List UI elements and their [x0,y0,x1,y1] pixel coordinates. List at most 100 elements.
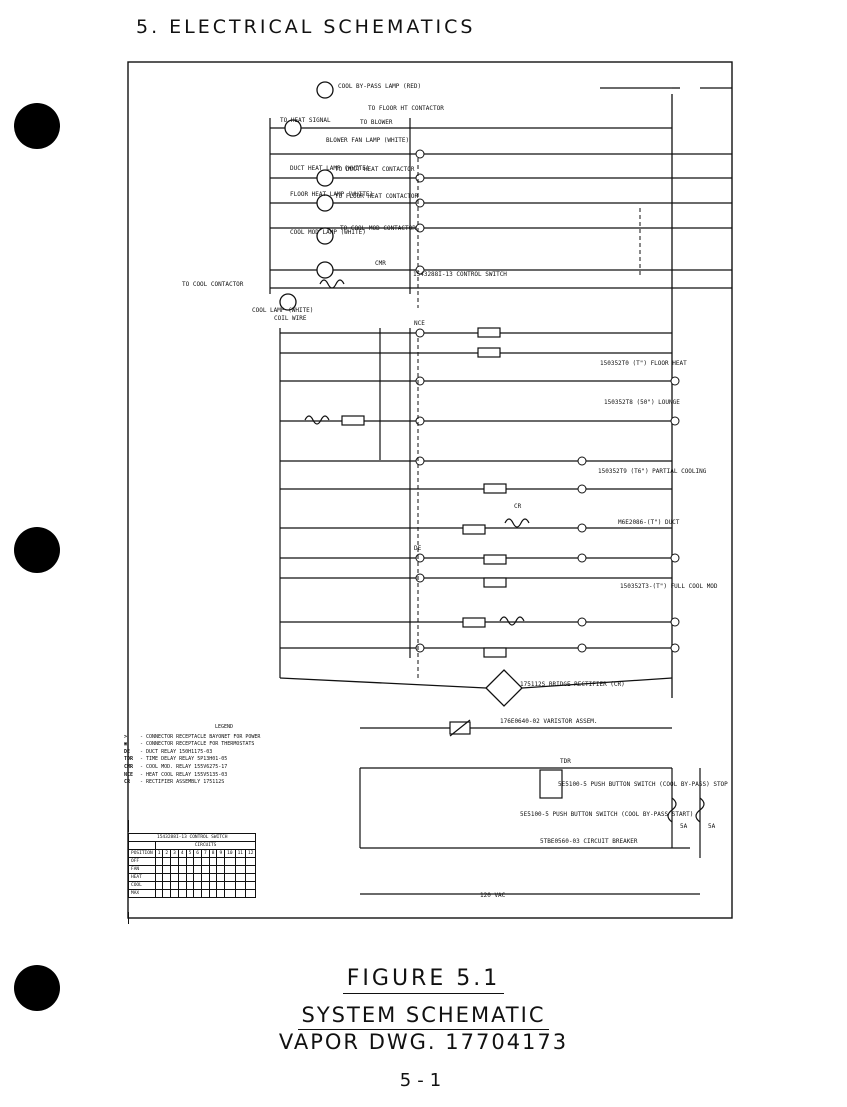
table-cell [234,889,247,898]
table-cell [208,873,218,882]
column-header: 2 [162,849,172,858]
table-cell [201,889,210,898]
table-row: MAX [128,889,257,898]
legend-item: ▣- CONNECTOR RECEPTACLE FOR THERMOSTATS [124,741,324,749]
table-cell [224,857,236,866]
row-label: OFF [128,857,156,866]
legend-symbol: > [124,733,128,740]
table-cell [224,889,236,898]
schematic-component-label: TO COOL MOD CONTACTOR [340,225,416,232]
schematic-component-label: CR [514,503,522,510]
table-row: OFF [128,857,257,866]
binder-hole-middle [14,527,60,573]
schematic-part-label: 175112S BRIDGE RECTIFIER (CR) [520,681,625,688]
right-main-bus [600,87,732,698]
schematic-component-label: TO COOL CONTACTOR [182,281,244,288]
table-cell [244,873,257,882]
legend: LEGEND >- CONNECTOR RECEPTACLE BAYONET F… [124,724,324,787]
table-cell [154,889,164,898]
legend-item: TDR- TIME DELAY RELAY 5P13H01-05 [124,756,324,764]
schematic-part-label: 1543288I-13 CONTROL SWITCH [413,271,507,278]
legend-symbol: TDR [124,756,134,763]
relay-boxes [341,327,507,658]
table-cell [244,889,257,898]
table-cell [170,865,179,874]
switch-table-subtitle: CIRCUITS [154,841,257,850]
binder-hole-bottom [14,965,60,1011]
table-cell [193,857,202,866]
table-cell [162,889,172,898]
schematic-part-label: 150352T9 (T6") PARTIAL COOLING [598,468,707,475]
legend-item: DE- DUCT RELAY 150H1175-03 [124,749,324,757]
table-cell [244,881,257,890]
schematic-component-label: COOL MOD LAMP (WHITE) [290,229,366,236]
lamp-cool-mod [316,227,334,245]
column-header: 3 [170,849,179,858]
legend-items: >- CONNECTOR RECEPTACLE BAYONET FOR POWE… [124,734,324,787]
table-cell [162,865,172,874]
figure-title: SYSTEM SCHEMATIC [0,1003,847,1030]
schematic-component-label: DUCT HEAT LAMP (WHITE) [290,165,369,172]
schematic-component-label: TO BLOWER [360,119,393,126]
table-cell [244,857,257,866]
schematic-rungs [270,127,732,649]
row-label: COOL [128,881,156,890]
legend-item: NCE- HEAT COOL RELAY 155V5135-03 [124,772,324,780]
table-cell [162,881,172,890]
table-cell [201,857,210,866]
table-cell [193,889,202,898]
table-row: HEAT [128,873,257,882]
legend-symbol: ▣ [124,741,128,748]
legend-item: CMR- COOL MOD. RELAY 155V6275-17 [124,764,324,772]
table-cell [170,881,179,890]
table-cell [154,865,164,874]
legend-symbol: NCE [124,771,134,778]
table-cell [234,865,247,874]
switch-links [417,158,641,678]
table-cell [244,865,257,874]
legend-item: >- CONNECTOR RECEPTACLE BAYONET FOR POWE… [124,734,324,742]
indicator-lamps [279,81,334,311]
legend-symbol: CR [124,779,131,786]
figure-label: FIGURE 5.1 [0,966,847,994]
schematic-part-label: 5E5100-5 PUSH BUTTON SWITCH (COOL BY-PAS… [558,781,728,788]
table-row: FAN [128,865,257,874]
table-cell [224,881,236,890]
figure-title-text: SYSTEM SCHEMATIC [297,1003,550,1030]
table-cell [185,873,195,882]
margin-tick [128,912,129,924]
breaker-rating-label: 5A [708,823,716,830]
table-cell [193,881,202,890]
table-cell [216,857,226,866]
table-cell [170,873,179,882]
table-cell [162,857,172,866]
row-label: FAN [128,865,156,874]
figure-label-text: FIGURE 5.1 [342,966,505,994]
lamp-duct-heat [316,169,334,187]
schematic-component-label: COOL BY-PASS LAMP (RED) [338,83,421,90]
table-cell [154,881,164,890]
left-bus [269,118,411,678]
table-cell [216,865,226,874]
table-cell [216,889,226,898]
table-cell [177,881,187,890]
lamp-cool-contactor [279,293,297,311]
table-cell [185,865,195,874]
table-cell [193,865,202,874]
lamp-heat [284,119,302,137]
column-header: 7 [201,849,210,858]
table-cell [224,873,236,882]
column-header: 6 [193,849,202,858]
schematic-labels: COOL BY-PASS LAMP (RED)TO FLOOR HT CONTA… [182,83,728,899]
table-cell [128,841,156,850]
table-cell [154,857,164,866]
lamp-cool [316,261,334,279]
table-cell [177,873,187,882]
table-cell [224,865,236,874]
table-cell [170,889,179,898]
column-header: 9 [216,849,226,858]
table-cell [234,881,247,890]
margin-tick [128,820,129,832]
table-cell [216,873,226,882]
